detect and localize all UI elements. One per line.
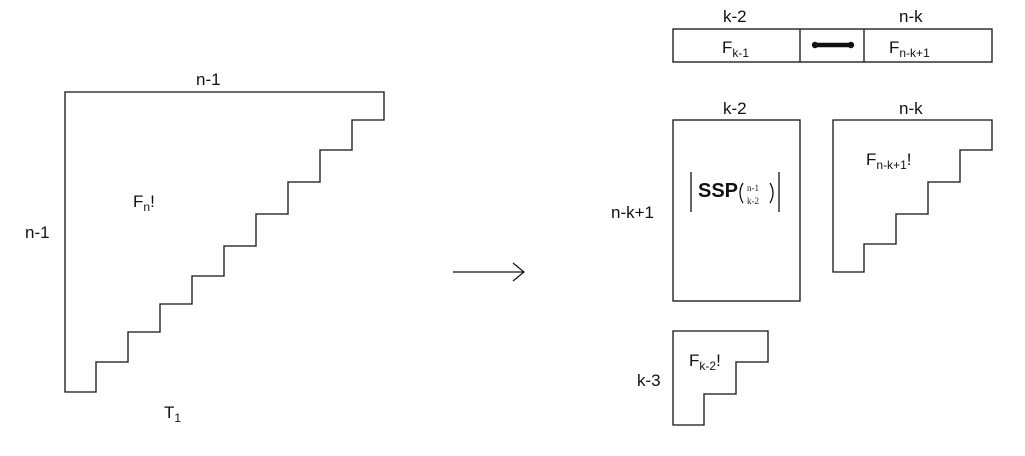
connector-right-dot xyxy=(847,41,855,49)
top-bar-cell-left: Fk-1 xyxy=(722,38,749,60)
left-side-label: n-1 xyxy=(25,223,50,242)
left-top-label: n-1 xyxy=(196,70,221,89)
right-center-label: Fn-k+1! xyxy=(866,150,911,172)
top-bar-label-right: n-k xyxy=(899,7,923,26)
ssp-top-label: k-2 xyxy=(723,99,747,118)
ssp-main-label: SSP xyxy=(698,180,738,202)
left-center-label: Fn! xyxy=(133,192,155,214)
arrow-head xyxy=(512,262,525,282)
top-bar-frame xyxy=(672,28,993,63)
top-bar: k-2 n-k Fk-1 Fn-k+1 xyxy=(672,7,993,63)
right-top-label: n-k xyxy=(899,99,923,118)
connector-left-dot xyxy=(811,41,819,49)
left-staircase: n-1 n-1 Fn! T1 xyxy=(25,70,385,425)
left-staircase-outline xyxy=(64,91,385,393)
ssp-side-label: n-k+1 xyxy=(611,203,654,222)
small-staircase-outline xyxy=(672,330,769,426)
left-bottom-label: T1 xyxy=(164,403,181,425)
right-staircase-outline xyxy=(832,119,993,273)
top-bar-label-left: k-2 xyxy=(723,7,747,26)
binom-top: n-1 xyxy=(747,183,759,193)
binom-right-paren xyxy=(769,182,774,204)
ssp-block-frame xyxy=(672,119,801,302)
small-center-label: Fk-2! xyxy=(689,351,721,373)
binom-left-paren xyxy=(739,182,744,204)
top-bar-cell-right: Fn-k+1 xyxy=(889,38,930,60)
right-staircase: n-k Fn-k+1! xyxy=(832,99,993,273)
small-staircase: k-3 Fk-2! xyxy=(637,330,769,426)
ssp-block: k-2 n-k+1 SSP n-1 k-2 xyxy=(611,99,801,302)
binom-bottom: k-2 xyxy=(747,196,759,206)
transform-arrow xyxy=(453,262,525,282)
small-side-label: k-3 xyxy=(637,371,661,390)
